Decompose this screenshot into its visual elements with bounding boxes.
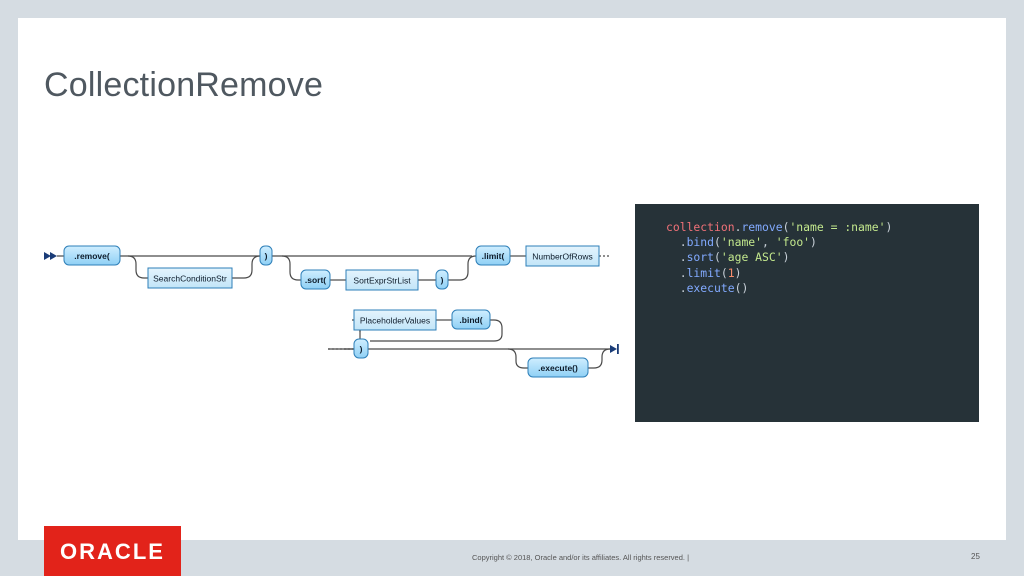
svg-text:.limit(: .limit( xyxy=(482,251,505,261)
code-token: 'foo' xyxy=(775,235,811,250)
code-token: remove xyxy=(741,220,783,234)
terminal-execute: .execute() xyxy=(527,357,589,378)
terminal-close-paren: ) xyxy=(259,245,273,266)
svg-text:): ) xyxy=(265,251,268,261)
code-token: 1 xyxy=(727,265,735,280)
code-token: limit xyxy=(686,265,721,280)
nonterminal-search-condition: SearchConditionStr xyxy=(147,267,233,289)
code-token: () xyxy=(734,280,749,295)
copyright-footer: Copyright © 2018, Oracle and/or its affi… xyxy=(472,553,690,562)
code-token: bind xyxy=(686,235,715,250)
svg-text:NumberOfRows: NumberOfRows xyxy=(532,252,592,262)
svg-text:.sort(: .sort( xyxy=(305,275,326,285)
svg-text:.remove(: .remove( xyxy=(74,251,110,261)
terminal-close-paren-sort: ) xyxy=(435,269,449,290)
terminal-remove: .remove( xyxy=(63,245,121,266)
code-token: 'name = :name' xyxy=(789,220,886,234)
code-token: . xyxy=(666,250,687,265)
code-token: . xyxy=(666,235,687,250)
code-token: . xyxy=(666,265,687,280)
code-token: sort xyxy=(686,250,715,265)
code-token: execute xyxy=(686,280,735,295)
code-block: collection.remove('name = :name') .bind(… xyxy=(666,220,892,296)
code-token: ( xyxy=(720,265,728,280)
code-token: ( xyxy=(714,235,721,250)
svg-text:SortExprStrList: SortExprStrList xyxy=(353,276,411,286)
terminal-sort: .sort( xyxy=(300,269,331,290)
logo-text: ORACLE xyxy=(60,539,165,564)
code-panel: collection.remove('name = :name') .bind(… xyxy=(635,204,979,422)
code-token: ( xyxy=(714,250,721,265)
slide-title: CollectionRemove xyxy=(44,66,324,104)
svg-text:SearchConditionStr: SearchConditionStr xyxy=(153,274,227,284)
code-token: ( xyxy=(782,220,790,234)
code-line: .sort('age ASC') xyxy=(666,250,892,265)
code-line: .bind('name', 'foo') xyxy=(666,235,892,250)
code-token: 'name' xyxy=(720,235,763,250)
code-token: 'age ASC' xyxy=(720,250,783,265)
svg-text:): ) xyxy=(441,275,444,285)
svg-text:): ) xyxy=(360,344,363,354)
code-line: .limit(1) xyxy=(666,266,892,281)
code-token: ) xyxy=(810,235,817,250)
railroad-diagram: .remove( ) .sort( ) .limit( .bind( ) .ex… xyxy=(44,245,619,378)
terminal-limit: .limit( xyxy=(475,245,511,266)
page-number: 25 xyxy=(971,552,980,561)
oracle-logo: ORACLE xyxy=(44,526,181,576)
code-line: .execute() xyxy=(666,281,892,296)
terminal-bind: .bind( xyxy=(451,309,491,330)
code-line: collection.remove('name = :name') xyxy=(666,220,892,235)
nonterminal-placeholder-values: PlaceholderValues xyxy=(353,309,437,331)
nonterminal-number-of-rows: NumberOfRows xyxy=(525,245,600,267)
code-token: collection xyxy=(666,220,735,234)
svg-text:.bind(: .bind( xyxy=(459,315,482,325)
code-token: ) xyxy=(885,220,893,234)
terminal-close-paren-bind: ) xyxy=(353,338,369,359)
code-token: . xyxy=(666,280,687,295)
svg-text:PlaceholderValues: PlaceholderValues xyxy=(360,316,430,326)
code-token: . xyxy=(734,220,742,234)
svg-text:.execute(): .execute() xyxy=(538,363,578,373)
code-token: , xyxy=(762,235,776,250)
code-token: ) xyxy=(782,250,790,265)
code-token: ) xyxy=(734,265,742,280)
nonterminal-sort-expr: SortExprStrList xyxy=(345,269,419,291)
